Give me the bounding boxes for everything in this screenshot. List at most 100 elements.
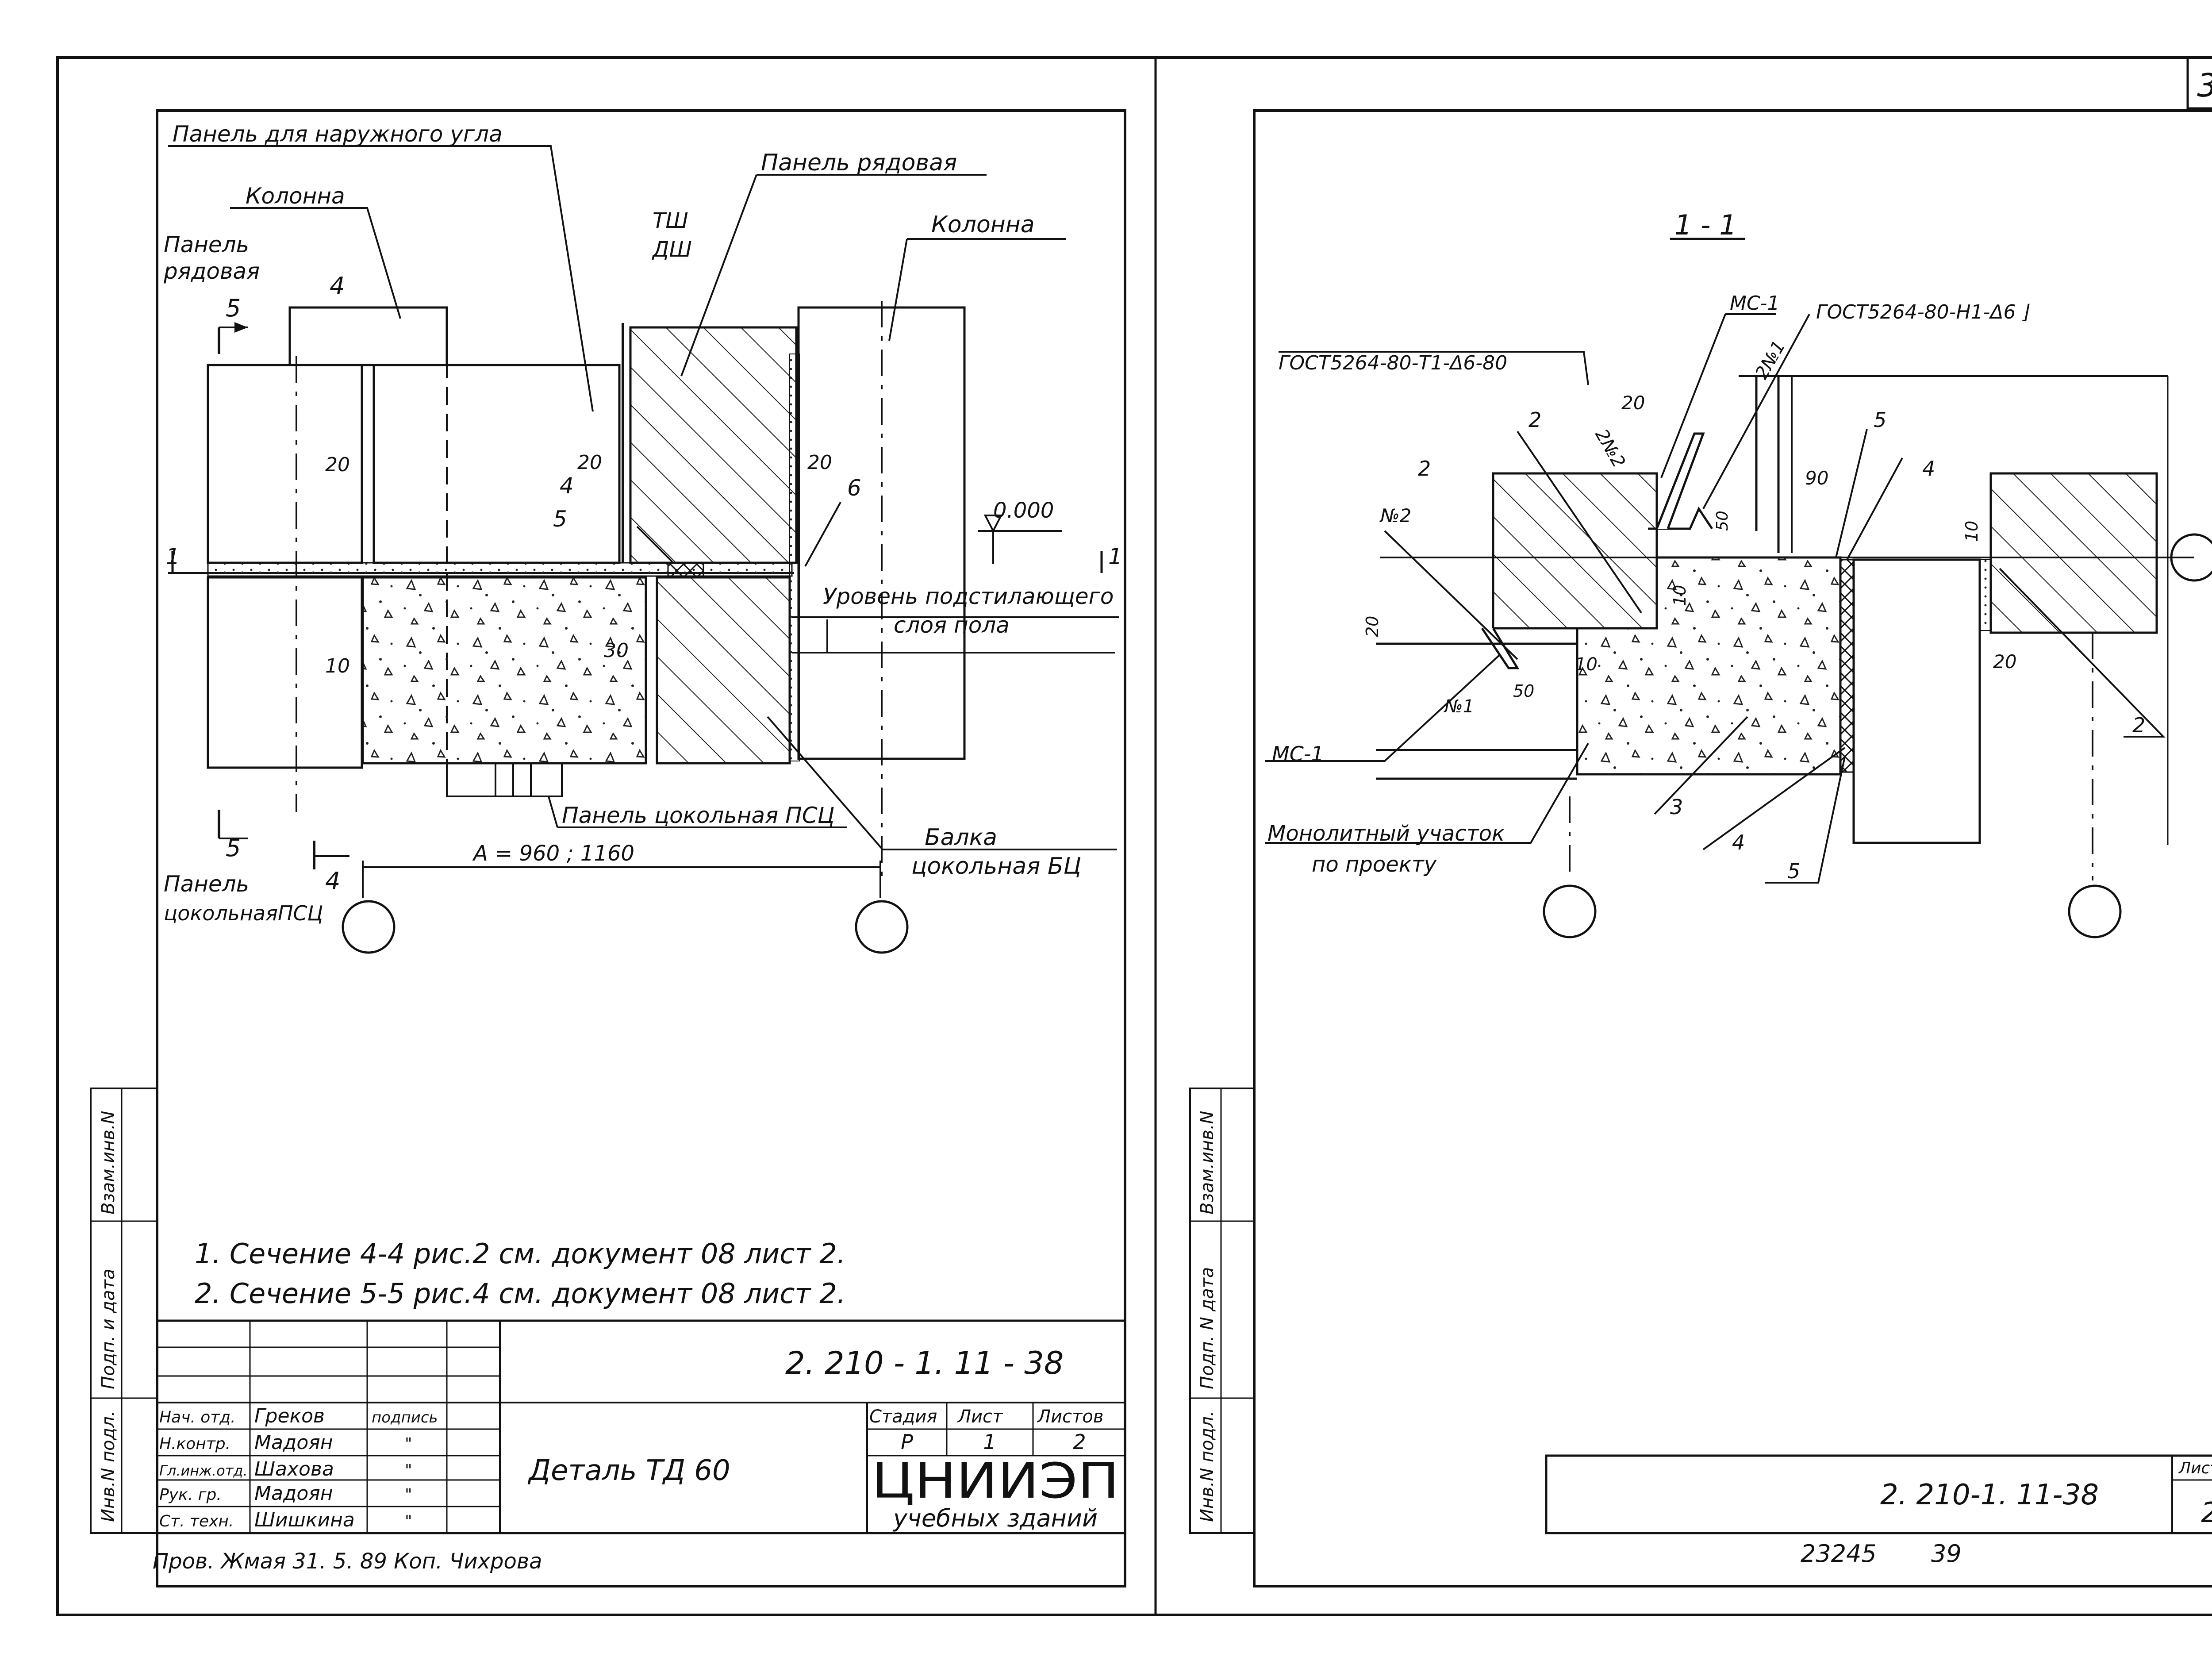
side-stamp-inv-podl: Инв.N подл. <box>98 1411 119 1522</box>
column-right-seam <box>789 354 800 761</box>
sheets-header: Листов <box>1037 1407 1103 1427</box>
panel-row-right-upper <box>629 326 798 564</box>
note-2: 2. Сечение 5-5 рис.4 см. документ 08 лис… <box>195 1277 845 1310</box>
right-sheet-header: Лист <box>2178 1459 2212 1477</box>
label-dim-10: 10 <box>325 655 350 677</box>
section-drawing <box>1265 238 2212 938</box>
right-side-vzam-inv: Взам.инв.N <box>1197 1111 1217 1215</box>
label-beam-2: цокольная БЦ <box>911 853 1081 880</box>
role-2: Гл.инж.отд. <box>159 1462 248 1479</box>
label-mc1-bottom: МС-1 <box>1272 742 1324 766</box>
role-0: Нач. отд. <box>159 1408 236 1426</box>
org-name: ЦНИИЭП <box>872 1453 1119 1509</box>
label-dim-20b: 20 <box>1363 616 1382 637</box>
right-sheet-value: 2 <box>2201 1496 2212 1529</box>
column-upper-left <box>288 306 448 366</box>
side-stamp-vzam-inv: Взам.инв.N <box>98 1111 119 1215</box>
label-panel-row-left-1: Панель <box>164 232 249 258</box>
right-side-inv-podl: Инв.N подл. <box>1197 1411 1217 1522</box>
section-axis-bubble-side <box>2170 533 2212 582</box>
label-dim-50a: 50 <box>1713 511 1732 531</box>
label-no2: №2 <box>1379 505 1411 527</box>
left-sheet: Инв.N подл. Подп. и дата Взам.инв.N <box>90 109 1126 1587</box>
label-dim-10a: 10 <box>1670 585 1690 606</box>
section-panel-right-seam <box>1979 559 1991 631</box>
left-doc-code: 2. 210 - 1. 11 - 38 <box>785 1345 1064 1381</box>
label-dim-10c: 10 <box>1962 521 1982 542</box>
right-side-stamp: Инв.N подл. Подп. N дата Взам.инв.N <box>1189 1088 1255 1534</box>
plinth-panel-base <box>446 762 563 797</box>
label-floor-level-2: слоя пола <box>894 612 1010 638</box>
label-dsh: ДШ <box>652 237 692 262</box>
note-1: 1. Сечение 4-4 рис.2 см. документ 08 лис… <box>195 1238 845 1270</box>
label-plinth-left-2: цокольнаяПСЦ <box>164 901 323 925</box>
label-item-2c: 2 <box>2132 713 2145 737</box>
plan-labels: Панель для наружного угла Колонна Панель… <box>163 121 1122 925</box>
sign-1: " <box>405 1435 412 1453</box>
label-item-4b: 4 <box>1732 830 1745 854</box>
label-dim-20a: 20 <box>1621 392 1645 414</box>
name-4: Шишкина <box>254 1509 355 1531</box>
label-dim-90: 90 <box>1805 467 1828 489</box>
label-panel-outer-corner: Панель для наружного угла <box>173 121 503 147</box>
label-panel-row-right: Панель рядовая <box>761 150 957 176</box>
label-item-2b: 2 <box>1418 457 1431 480</box>
label-item-5: 5 <box>553 506 567 532</box>
left-side-stamp: Инв.N подл. Подп. и дата Взам.инв.N <box>90 1088 158 1534</box>
label-item-6: 6 <box>847 475 861 501</box>
label-sec5-bottom: 5 <box>226 834 241 862</box>
right-inner-frame <box>1253 109 2212 1587</box>
stage-header: Стадия <box>869 1407 937 1427</box>
label-monolith-1: Монолитный участок <box>1267 821 1505 846</box>
section-panel-left <box>1492 472 1658 630</box>
archive-number: 23245 <box>1801 1540 1877 1568</box>
panel-row-right-lower <box>656 576 791 765</box>
sealant-strip <box>667 562 704 577</box>
right-side-podp-data: Подп. N дата <box>1197 1267 1217 1389</box>
section-beam <box>1852 558 1981 844</box>
section-axis-bubble-right <box>2068 884 2122 938</box>
label-item-3: 3 <box>1670 795 1683 819</box>
sign-0: подпись <box>372 1409 438 1426</box>
right-title-block: 2. 210-1. 11-38 Лист 2 <box>1545 1454 2212 1534</box>
label-sec1-right: 1 <box>1108 544 1122 569</box>
plan-drawing <box>168 145 1119 954</box>
label-beam-1: Балка <box>925 824 997 851</box>
label-column-right: Колонна <box>931 211 1035 238</box>
label-dim-30: 30 <box>604 639 629 662</box>
label-level-mark: 0.000 <box>993 498 1054 523</box>
sheet-value: 1 <box>983 1430 996 1454</box>
sign-4: " <box>405 1512 412 1530</box>
label-sec4-top: 4 <box>330 272 345 300</box>
label-item-4a: 4 <box>1922 457 1935 480</box>
label-gost-right: ГОСТ5264-80-Н1-Δ6 ⌋ <box>1816 301 2030 323</box>
label-gost-left: ГОСТ5264-80-Т1-Δ6-80 <box>1279 352 1507 374</box>
name-3: Мадоян <box>254 1482 333 1505</box>
label-no1: №1 <box>1444 696 1474 717</box>
label-mc1-top: МС-1 <box>1730 292 1780 315</box>
label-dim-20c: 20 <box>1993 651 2016 673</box>
label-item-5b: 5 <box>1787 859 1800 883</box>
label-column-left: Колонна <box>246 183 345 209</box>
label-panel-row-left-2: рядовая <box>163 258 260 284</box>
label-item-5a: 5 <box>1874 408 1886 432</box>
left-title-block: 2. 210 - 1. 11 - 38 Деталь ТД 60 Стадия … <box>156 1319 1126 1534</box>
side-stamp-podp-data: Подп. и дата <box>98 1269 119 1389</box>
sign-2: " <box>405 1461 412 1480</box>
role-3: Рук. гр. <box>159 1486 222 1504</box>
section-axis-bubble-left <box>1543 884 1597 938</box>
label-weld-2no2: 2№2 <box>1591 426 1629 471</box>
axis-bubble-right <box>855 900 909 954</box>
label-plinth-panel: Панель цокольная ПСЦ <box>562 803 834 828</box>
org-sub: учебных зданий <box>892 1504 1098 1532</box>
label-monolith-2: по проекту <box>1312 852 1437 877</box>
label-dim-20c: 20 <box>807 451 832 474</box>
label-plinth-left-1: Панель <box>164 871 249 897</box>
name-1: Мадоян <box>254 1431 333 1454</box>
name-0: Греков <box>254 1405 325 1427</box>
section-panel-right <box>1989 472 2158 634</box>
label-sec4-bottom: 4 <box>325 867 340 895</box>
name-2: Шахова <box>254 1458 334 1480</box>
right-sheet: Инв.N подл. Подп. N дата Взам.инв.N <box>1189 109 2212 1587</box>
